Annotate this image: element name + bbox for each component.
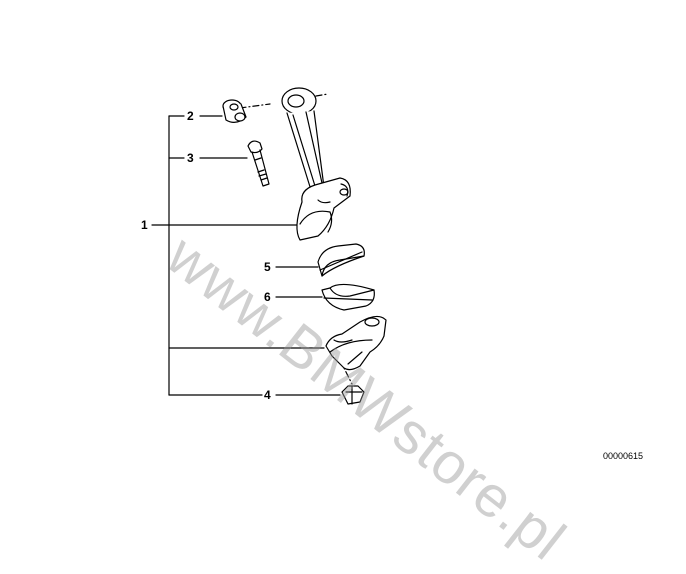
bearing-shell-upper	[317, 243, 365, 277]
connecting-rod-nut	[341, 385, 365, 405]
callout-1: 1	[141, 218, 148, 232]
small-end-bushing	[222, 99, 247, 123]
leader-lines	[151, 93, 353, 396]
connecting-rod	[281, 87, 351, 241]
bearing-shell-lower	[321, 283, 375, 311]
document-number: 00000615	[603, 451, 644, 461]
connecting-rod-diagram	[151, 87, 387, 405]
callout-3: 3	[187, 151, 194, 165]
bearing-cap	[325, 315, 387, 371]
callout-6: 6	[264, 290, 271, 304]
callout-4: 4	[264, 388, 271, 402]
connecting-rod-bolt	[247, 140, 270, 187]
callout-2: 2	[187, 109, 194, 123]
callout-5: 5	[264, 260, 271, 274]
